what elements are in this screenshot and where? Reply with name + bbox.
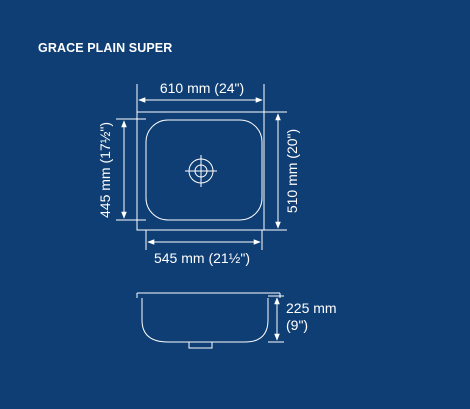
label-height-mm: 225 mm — [286, 300, 337, 316]
label-overall-width: 610 mm (24") — [160, 80, 244, 96]
sink-bowl — [145, 119, 263, 221]
sink-outer-rim — [136, 111, 265, 231]
product-title: GRACE PLAIN SUPER — [38, 41, 173, 55]
sink-side-profile — [136, 292, 281, 349]
label-overall-depth: 510 mm (20") — [284, 129, 300, 213]
label-height-in: (9") — [286, 317, 308, 333]
label-bowl-width: 545 mm (21½") — [154, 250, 250, 266]
label-bowl-depth: 445 mm (17½") — [97, 122, 113, 218]
drain-icon — [185, 155, 217, 187]
